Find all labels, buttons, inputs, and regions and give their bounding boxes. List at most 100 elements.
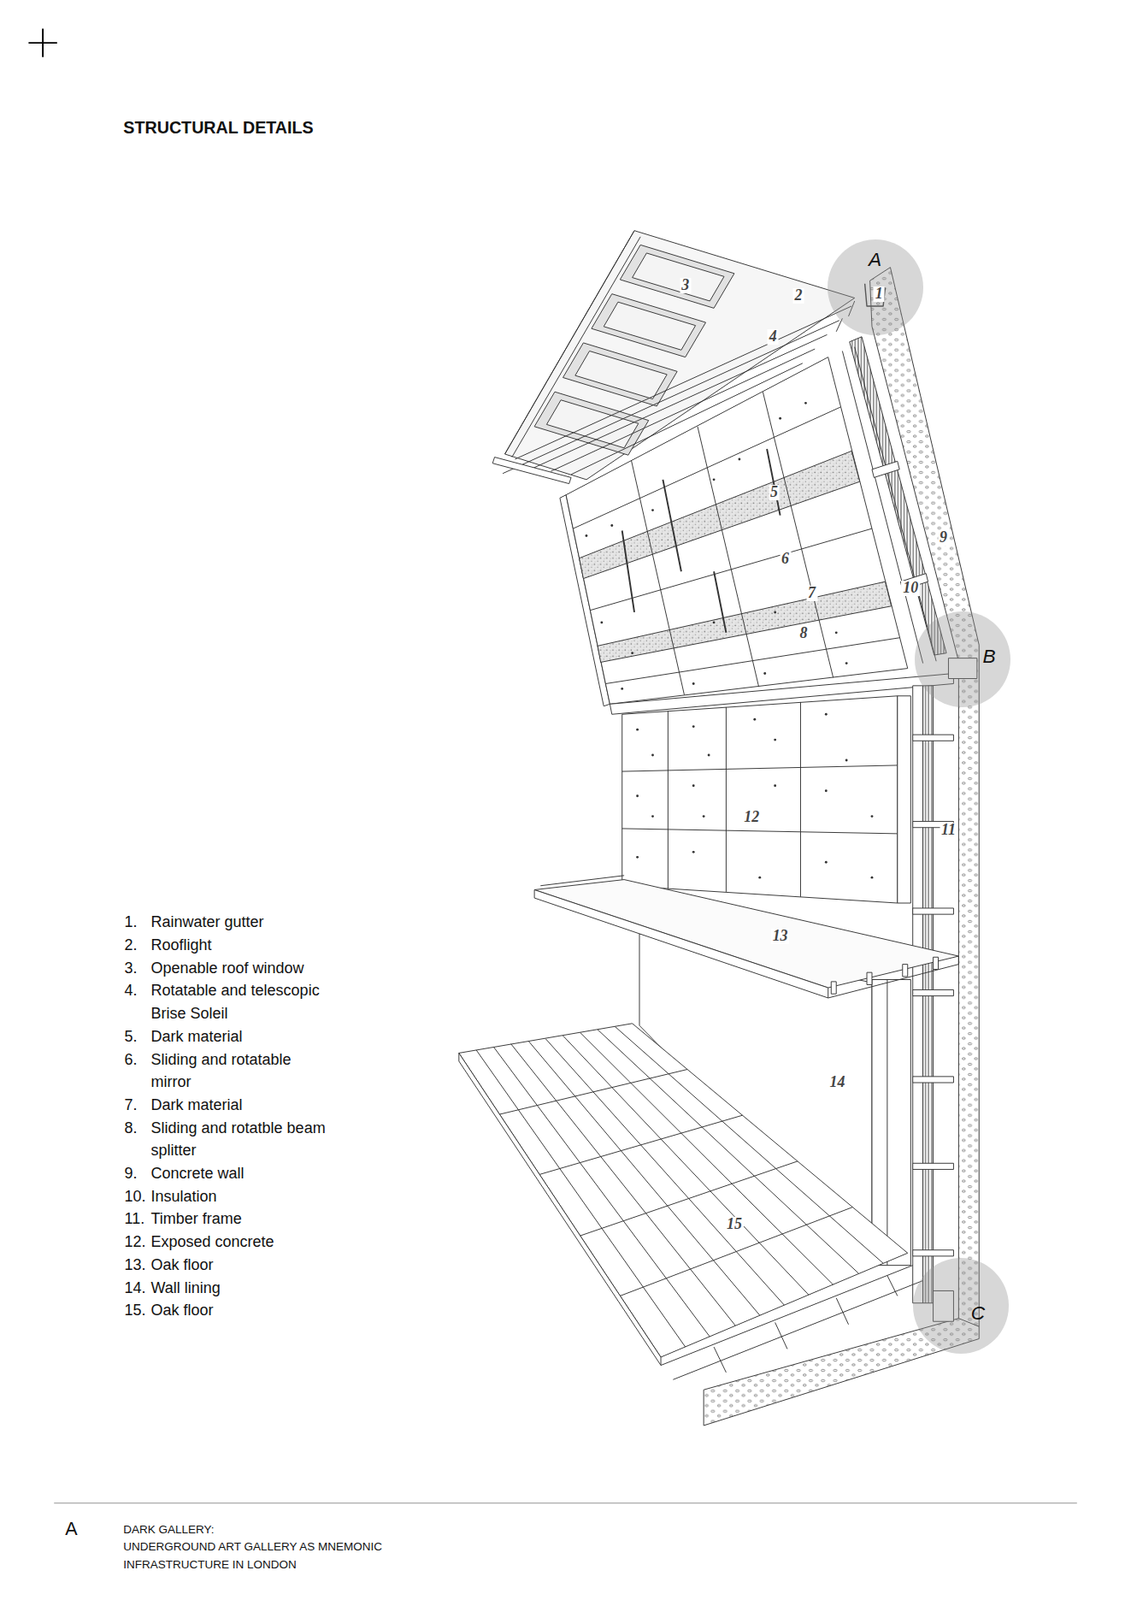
drawing-polygon bbox=[492, 457, 572, 484]
key-number: 15. bbox=[124, 1298, 147, 1322]
key-text: Rainwater gutter bbox=[151, 910, 327, 934]
drawing-circle bbox=[651, 754, 654, 757]
drawing-circle bbox=[651, 814, 654, 818]
drawing-g bbox=[830, 956, 938, 994]
drawing-polygon bbox=[622, 695, 898, 903]
key-number: 2. bbox=[124, 933, 138, 957]
key-row: 12.Exposed concrete bbox=[124, 1230, 348, 1254]
key-text: Wall lining bbox=[151, 1276, 327, 1300]
drawing-path bbox=[53, 1502, 1078, 1503]
callout-number: 6 bbox=[779, 551, 791, 567]
detail-letter: A bbox=[868, 250, 882, 271]
drawing-path bbox=[505, 230, 642, 458]
footer-text: INFRASTRUCTURE IN LONDON bbox=[123, 1557, 297, 1572]
drawing-circle bbox=[585, 534, 589, 537]
drawing-rect bbox=[933, 956, 939, 969]
key-number: 12. bbox=[124, 1230, 147, 1254]
drawing-circle bbox=[636, 794, 639, 797]
drawing-circle bbox=[824, 712, 828, 716]
key-text: Insulation bbox=[151, 1184, 327, 1208]
drawing-path bbox=[540, 875, 959, 998]
drawing-polygon bbox=[534, 879, 959, 988]
drawing-circle bbox=[763, 671, 766, 675]
callout-number: 3 bbox=[679, 277, 691, 294]
drawing-rect bbox=[913, 1076, 955, 1083]
drawing-path bbox=[622, 701, 898, 897]
drawing-circle bbox=[630, 651, 634, 654]
key-number: 9. bbox=[124, 1161, 138, 1185]
key-text: Sliding and rotatble beam splitter bbox=[151, 1116, 327, 1162]
drawing-circle bbox=[804, 401, 808, 405]
callout-number: 11 bbox=[939, 822, 958, 838]
drawing-circle bbox=[824, 789, 828, 792]
callout-number: 13 bbox=[771, 928, 790, 944]
drawing-circle bbox=[702, 814, 706, 818]
page-title: STRUCTURAL DETAILS bbox=[123, 117, 313, 138]
detail-letter: C bbox=[971, 1302, 985, 1323]
drawing-rect bbox=[913, 989, 955, 996]
drawing-circle bbox=[824, 860, 828, 864]
drawing-circle bbox=[835, 630, 838, 634]
key-row: 8.Sliding and rotatble beam splitter bbox=[124, 1116, 348, 1162]
callout-number: 12 bbox=[742, 809, 761, 825]
drawing-circle bbox=[610, 524, 613, 527]
callout-number: 7 bbox=[806, 585, 818, 601]
key-number: 1. bbox=[124, 910, 138, 934]
drawing-circle bbox=[636, 728, 639, 731]
key-number: 6. bbox=[124, 1048, 138, 1072]
key-text: Dark material bbox=[151, 1093, 327, 1117]
drawing-circle bbox=[773, 738, 777, 742]
key-row: 2.Rooflight bbox=[124, 933, 348, 957]
drawing-circle bbox=[600, 620, 603, 624]
drawing-circle bbox=[692, 783, 696, 787]
detail-letter: B bbox=[983, 646, 996, 666]
key-row: 14.Wall lining bbox=[124, 1276, 348, 1300]
drawing-path bbox=[886, 979, 888, 1266]
drawing-polygon bbox=[632, 253, 725, 301]
drawing-polygon bbox=[565, 357, 908, 705]
callout-number: 5 bbox=[768, 484, 780, 501]
drawing-polygon bbox=[591, 294, 707, 358]
drawing-polygon bbox=[619, 244, 735, 308]
drawing-circle bbox=[758, 876, 761, 879]
drawing-g bbox=[546, 253, 725, 448]
drawing-path bbox=[500, 1069, 854, 1296]
key-text: Timber frame bbox=[151, 1207, 327, 1231]
key-number: 10. bbox=[124, 1184, 147, 1208]
drawing-g bbox=[459, 230, 979, 1426]
key-text: Rotatable and telescopic Brise Soleil bbox=[151, 978, 327, 1025]
callout-number: 10 bbox=[901, 580, 920, 596]
drawing-rect bbox=[913, 1162, 955, 1169]
footer-text: UNDERGROUND ART GALLERY AS MNEMONIC bbox=[123, 1539, 383, 1554]
key-text: Sliding and rotatable mirror bbox=[151, 1048, 327, 1094]
drawing-polygon bbox=[563, 342, 678, 407]
drawing-path bbox=[28, 28, 57, 57]
drawing-g bbox=[636, 712, 873, 879]
drawing-polygon bbox=[575, 350, 667, 399]
drawing-path bbox=[476, 1025, 884, 1347]
callout-number: 1 bbox=[873, 286, 885, 302]
callout-number: 9 bbox=[937, 530, 949, 546]
drawing-circle bbox=[773, 611, 777, 614]
page-letter: A bbox=[64, 1518, 77, 1541]
drawing-circle bbox=[845, 661, 849, 665]
drawing-circle bbox=[692, 850, 696, 854]
detail-circle: B bbox=[914, 611, 1011, 707]
key-number: 11. bbox=[124, 1207, 146, 1231]
key-row: 13.Oak floor bbox=[124, 1253, 348, 1277]
drawing-rect bbox=[902, 964, 908, 977]
drawing-rect bbox=[913, 907, 955, 914]
drawing-circle bbox=[753, 718, 756, 721]
key-row: 4.Rotatable and telescopic Brise Soleil bbox=[124, 978, 348, 1025]
detail-circle: C bbox=[913, 1257, 1009, 1354]
drawing-circle bbox=[712, 620, 716, 624]
callout-number: 14 bbox=[827, 1074, 847, 1090]
callout-number: 4 bbox=[767, 329, 779, 345]
drawing-rect bbox=[866, 971, 872, 984]
drawing-circle bbox=[620, 687, 624, 690]
callout-number: 15 bbox=[724, 1216, 744, 1232]
key-text: Exposed concrete bbox=[151, 1230, 327, 1254]
key-row: 7.Dark material bbox=[124, 1093, 348, 1117]
drawing-polygon bbox=[579, 450, 861, 578]
drawing-circle bbox=[636, 855, 639, 859]
